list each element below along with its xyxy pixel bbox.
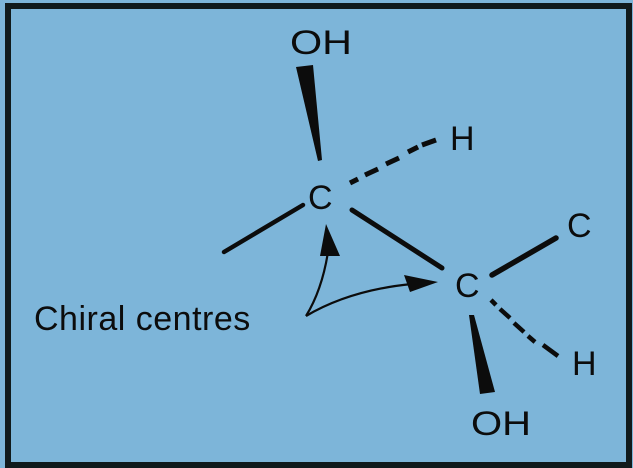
single-bond-c1-c2	[349, 207, 445, 271]
atom-c1: C	[308, 179, 333, 217]
atom-oh-bottom: OH	[471, 405, 531, 443]
wedge-bond-c1-oh	[296, 65, 322, 161]
arrowhead-c2-icon	[404, 275, 438, 292]
chiral-centres-label: Chiral centres	[34, 300, 251, 338]
single-bond-c1-left	[221, 202, 306, 255]
arrow-to-c1	[305, 251, 330, 317]
dashed-bond-c1-h	[348, 137, 437, 186]
dashed-bond-c2-h	[489, 298, 560, 358]
atom-h-bottom: H	[572, 345, 597, 383]
arrowhead-c1-icon	[320, 224, 340, 256]
arrow-to-c2	[305, 282, 413, 317]
atom-c-right: C	[567, 207, 592, 245]
atom-c2: C	[455, 267, 480, 305]
wedge-bond-c2-oh	[469, 315, 495, 394]
diagram-border	[5, 3, 632, 468]
atom-oh-top: OH	[290, 24, 352, 62]
atom-h-top: H	[450, 120, 475, 158]
single-bond-c2-c	[489, 235, 559, 278]
